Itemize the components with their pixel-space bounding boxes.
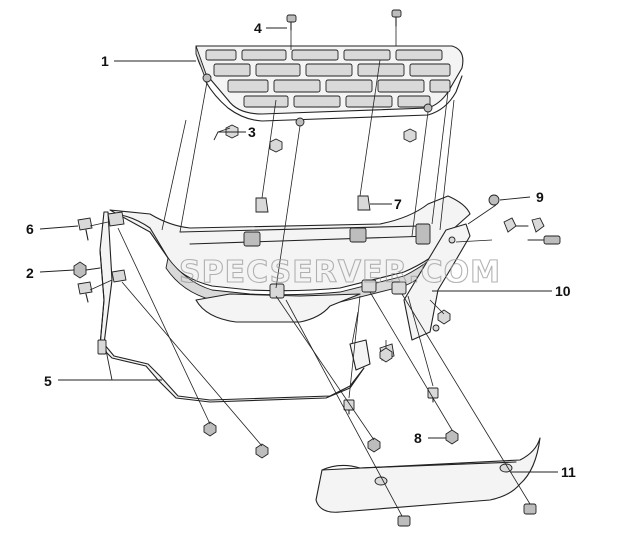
- clip-part-6: [77, 211, 127, 303]
- callout-10: 10: [555, 283, 571, 299]
- right-bracket-part: [403, 223, 471, 341]
- bolt-part-2: [73, 261, 101, 279]
- callout-6: 6: [26, 221, 34, 237]
- lower-trim-part: [315, 437, 541, 527]
- callout-4: 4: [254, 20, 262, 36]
- screw-part-4: [286, 9, 402, 31]
- callout-8: 8: [414, 430, 422, 446]
- watermark-text: SPECSERVER.COM: [179, 255, 501, 290]
- grille-cells: [205, 49, 451, 108]
- callout-3: 3: [248, 124, 256, 140]
- callout-7: 7: [394, 196, 402, 212]
- fastener-part-8: [203, 309, 459, 459]
- callout-2: 2: [26, 265, 34, 281]
- callout-5: 5: [44, 373, 52, 389]
- clip-part-7: [255, 195, 371, 213]
- callout-9: 9: [536, 189, 544, 205]
- callout-leader-lines: [39, 27, 558, 473]
- callout-labels: 1 2 3 4 5 6 7 8 9 10 11: [26, 20, 576, 480]
- side-panel-part: [97, 211, 365, 403]
- callout-11: 11: [561, 464, 576, 480]
- callout-1: 1: [101, 53, 109, 69]
- step-grille-part: [195, 45, 464, 127]
- bolt-part-9: [488, 194, 561, 245]
- assembly-guide-lines: [89, 26, 531, 517]
